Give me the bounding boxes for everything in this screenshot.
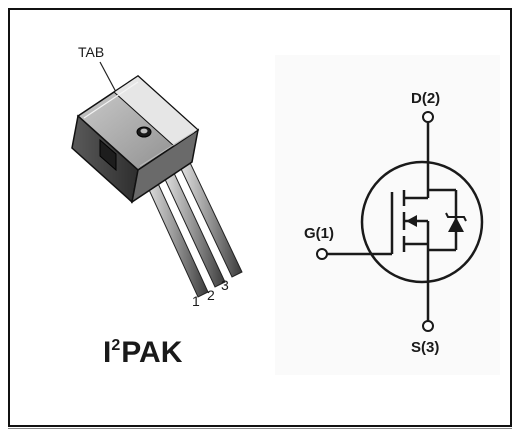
package-name-superscript: 2: [111, 337, 121, 354]
package-name-suffix: PAK: [121, 336, 183, 369]
pin-number-2: 2: [207, 287, 215, 303]
tab-leader-line: [99, 61, 117, 93]
schematic-panel: [275, 55, 500, 375]
package-body: [71, 75, 200, 204]
pin-number-3: 3: [221, 277, 229, 293]
tab-label: TAB: [78, 44, 104, 60]
package-name: I2PAK: [103, 338, 182, 368]
pin-number-1: 1: [192, 293, 200, 309]
package-name-prefix: I: [103, 336, 112, 369]
divider: [8, 428, 512, 433]
package-illustration: TAB 1 2 3: [71, 44, 243, 309]
